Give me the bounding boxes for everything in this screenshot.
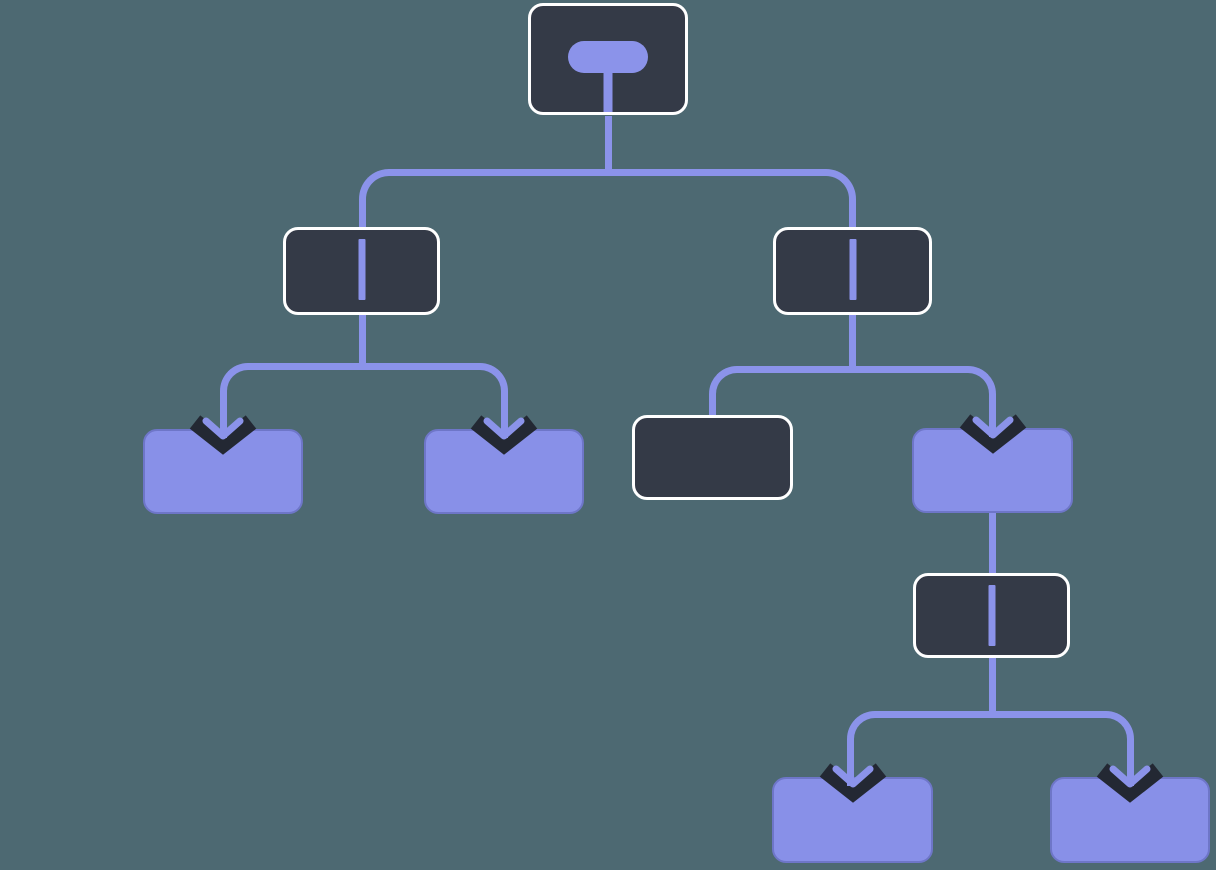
vertical-line-icon — [358, 239, 365, 300]
chevron-purple-icon — [1109, 765, 1151, 788]
root-node[interactable] — [528, 3, 688, 115]
connector-l4-elbow-right — [992, 711, 1134, 786]
connector-l2-left-elbow-b — [362, 363, 508, 438]
connector-l4-elbow-left — [846, 711, 992, 786]
leaf-node-4[interactable] — [1050, 777, 1210, 863]
connector-root-stem — [604, 116, 612, 176]
connector-l1-left-stem — [358, 315, 366, 370]
subflow-target-node[interactable] — [912, 428, 1073, 513]
pill-node-icon — [568, 41, 648, 73]
arrow-down-icon — [959, 412, 1027, 460]
arrow-down-icon — [189, 413, 257, 461]
branch-node-right[interactable] — [773, 227, 932, 315]
chevron-purple-icon — [483, 417, 525, 440]
chevron-purple-icon — [202, 417, 244, 440]
connector-l1-elbow-right — [608, 169, 856, 227]
chevron-purple-icon — [972, 416, 1013, 439]
vertical-line-icon — [849, 239, 856, 300]
branch-node-bottom[interactable] — [913, 573, 1070, 658]
connector-l1-elbow-left — [358, 169, 608, 227]
connector-l2-right-elbow-b — [852, 366, 996, 437]
vertical-line-icon — [988, 585, 995, 646]
connector-l2-left-elbow-a — [219, 363, 362, 438]
connector-l2-to-l3-stem — [988, 513, 996, 573]
subflow-dark-node[interactable] — [632, 415, 793, 500]
branch-node-left[interactable] — [283, 227, 440, 315]
connector-l2-right-elbow-a — [708, 366, 852, 415]
pill-stem-icon — [603, 73, 613, 112]
connector-l3-stem — [988, 658, 996, 718]
connector-l1-right-stem — [848, 315, 856, 373]
arrow-down-icon — [1096, 761, 1164, 809]
chevron-purple-icon — [832, 765, 873, 788]
arrow-down-icon — [470, 413, 538, 461]
arrow-down-icon — [819, 761, 887, 809]
